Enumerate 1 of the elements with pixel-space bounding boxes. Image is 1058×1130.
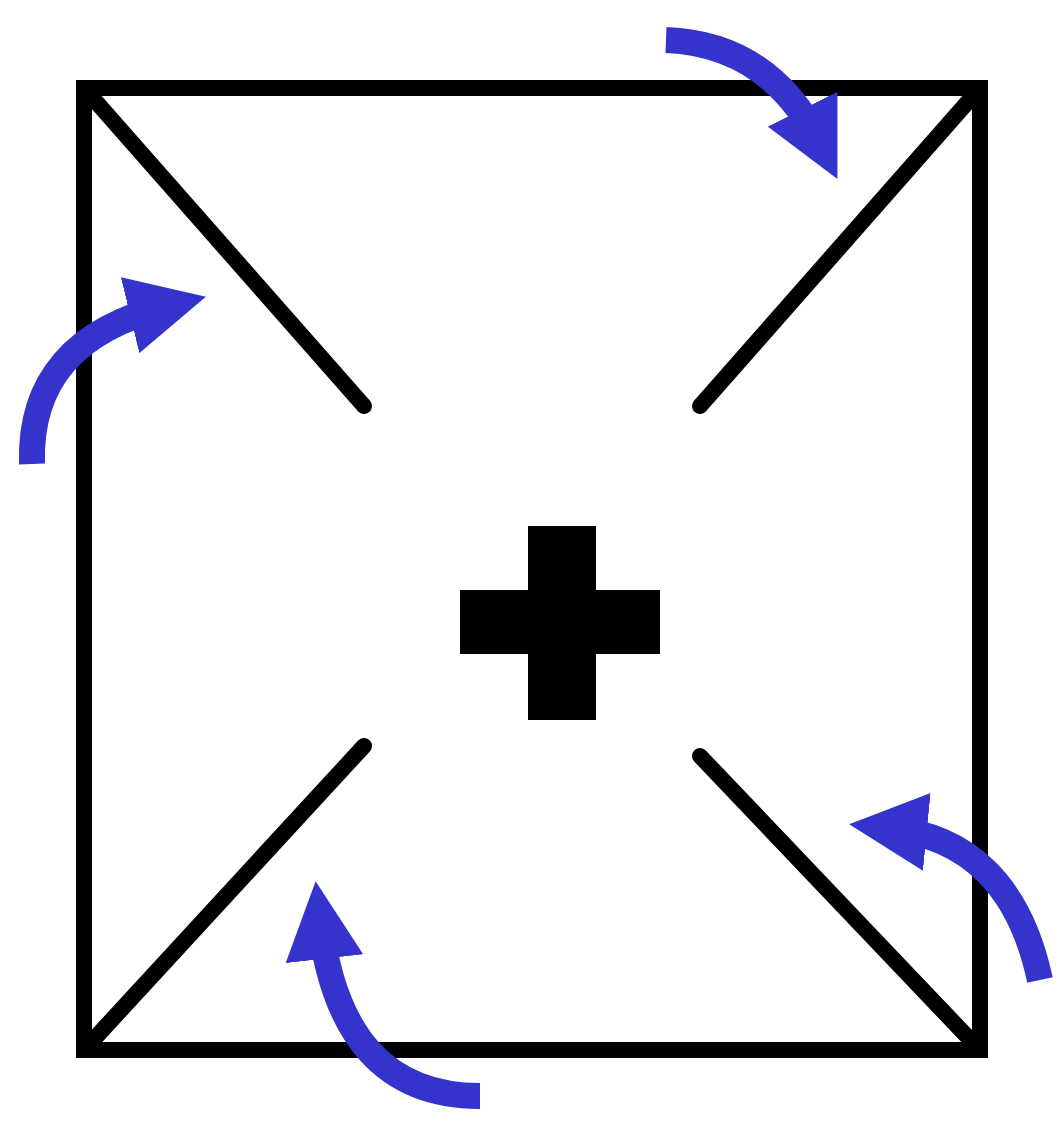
square-drawing [76,80,988,1058]
